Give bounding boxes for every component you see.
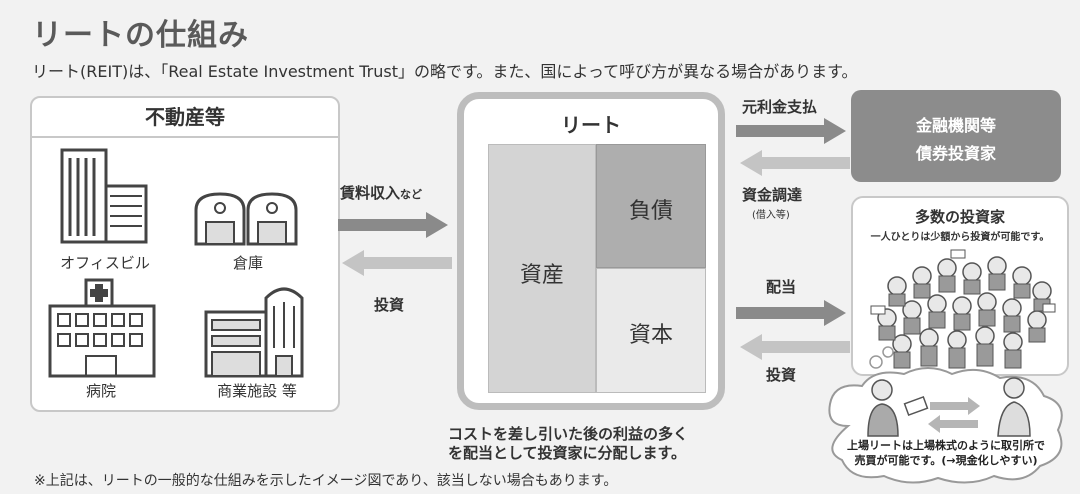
profit-note-line1: コストを差し引いた後の利益の多く <box>448 425 689 443</box>
commercial-label: 商業施設 等 <box>217 382 297 400</box>
equity-label: 資本 <box>628 323 673 348</box>
funding-label: 資金調達 <box>742 186 803 204</box>
reit-title: リート <box>561 113 621 137</box>
profit-note-line2: を配当として投資家に分配します。 <box>448 444 687 462</box>
crowd-illustration <box>870 249 1056 369</box>
invest-label-left: 投資 <box>374 296 405 314</box>
assets-label: 資産 <box>519 263 564 288</box>
funding-arrow-left <box>740 150 850 176</box>
hospital-icon <box>48 278 156 378</box>
thought-bubbles <box>869 346 894 369</box>
bank-line2: 債券投資家 <box>915 144 996 163</box>
invest-arrow-left <box>342 250 452 276</box>
equity-block: 資本 <box>596 268 706 393</box>
office-building-icon <box>60 148 148 244</box>
repay-arrow-right <box>736 118 846 144</box>
assets-block: 資産 <box>488 144 596 393</box>
real-estate-header: 不動産等 <box>32 98 338 138</box>
invest-arrow-left-right <box>740 334 850 360</box>
investors-box: 多数の投資家 一人ひとりは少額から投資が可能です。 <box>851 196 1069 376</box>
footnote: ※上記は、リートの一般的な仕組みを示したイメージ図であり、該当しない場合もありま… <box>34 473 618 489</box>
page-title: リートの仕組み <box>32 18 249 53</box>
office-label: オフィスビル <box>60 254 150 272</box>
rent-arrow-right <box>338 212 448 238</box>
commercial-facility-icon <box>204 287 304 378</box>
liabilities-block: 負債 <box>596 144 706 268</box>
funding-note: (借入等) <box>752 210 790 221</box>
dividend-label: 配当 <box>766 278 797 296</box>
cloud-note-line2: 売買が可能です。(→現金化しやすい) <box>854 454 1038 467</box>
exchange-cloud <box>828 367 1063 484</box>
cloud-note: 上場リートは上場株式のように取引所で 売買が可能です。(→現金化しやすい) <box>822 438 1070 468</box>
repay-label: 元利金支払 <box>742 98 818 116</box>
warehouse-icon <box>194 192 298 246</box>
rent-income-label: 賃料収入など <box>340 184 423 202</box>
invest-label-right: 投資 <box>766 366 797 384</box>
liabilities-label: 負債 <box>628 199 673 224</box>
bank-box: 金融機関等 債券投資家 <box>851 90 1061 182</box>
profit-note: コストを差し引いた後の利益の多く を配当として投資家に分配します。 <box>448 425 688 463</box>
page-subtitle: リート(REIT)は、「Real Estate Investment Trust… <box>32 62 858 81</box>
warehouse-label: 倉庫 <box>232 254 263 272</box>
reit-box: リート 資産 負債 資本 <box>457 92 725 410</box>
cloud-note-line1: 上場リートは上場株式のように取引所で <box>847 439 1045 452</box>
real-estate-panel: 不動産等 オフィスビル 倉庫 病院 <box>30 96 340 412</box>
hospital-label: 病院 <box>85 382 116 400</box>
bank-line1: 金融機関等 <box>915 116 996 135</box>
investors-note: 一人ひとりは少額から投資が可能です。 <box>870 232 1050 243</box>
dividend-arrow-right <box>736 300 846 326</box>
investors-title: 多数の投資家 <box>914 208 1005 226</box>
